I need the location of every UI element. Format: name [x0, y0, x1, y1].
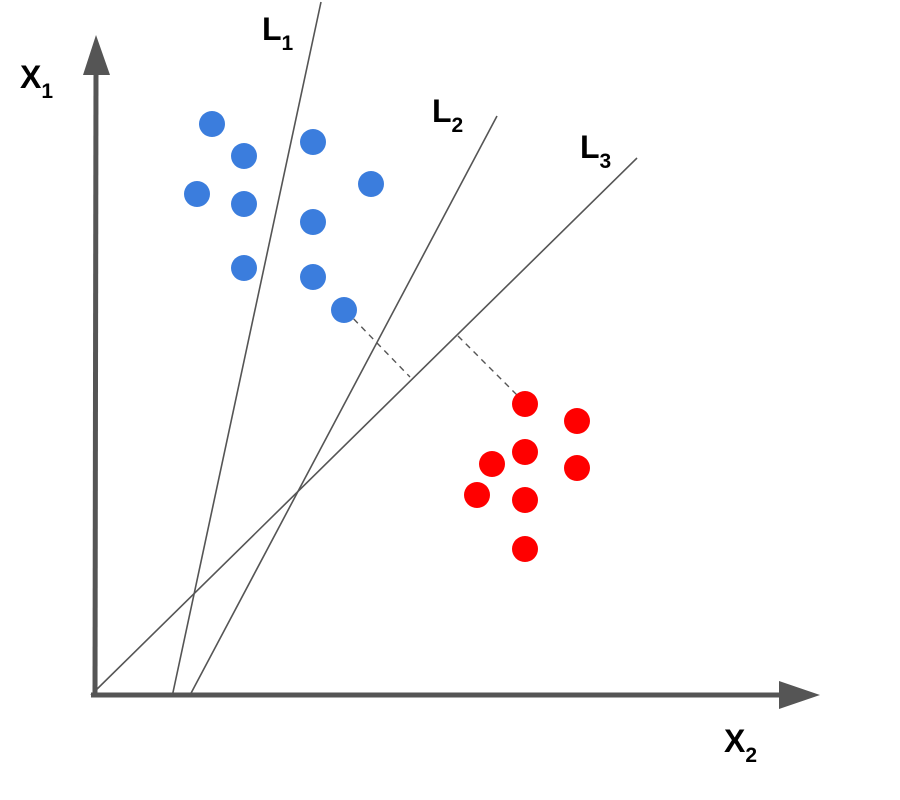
line-l1-label: L1 — [262, 11, 294, 55]
red-point — [512, 536, 538, 562]
x2-axis-letter: X — [724, 723, 746, 759]
blue-point — [300, 209, 326, 235]
blue-point — [300, 264, 326, 290]
x2-axis-subscript: 2 — [745, 744, 757, 767]
x1-axis-letter: X — [20, 59, 42, 95]
line-l3 — [90, 157, 638, 696]
margin-line-blue — [345, 310, 411, 378]
red-point — [512, 487, 538, 513]
blue-points — [184, 111, 384, 323]
line-l3-label: L3 — [580, 129, 611, 173]
x1-axis-label: X1 — [20, 59, 53, 103]
red-point — [564, 408, 590, 434]
line-l1-letter: L — [262, 11, 282, 47]
line-l2-subscript: 2 — [452, 114, 464, 137]
margin-lines — [345, 310, 524, 402]
red-points — [464, 391, 590, 562]
x1-axis-subscript: 1 — [41, 80, 53, 103]
red-point — [512, 391, 538, 417]
blue-point — [300, 129, 326, 155]
separating-lines — [90, 1, 638, 698]
axes — [83, 35, 820, 709]
line-l2-label: L2 — [432, 93, 463, 137]
red-point — [564, 455, 590, 481]
line-l2-letter: L — [432, 93, 452, 129]
blue-point — [231, 143, 257, 169]
line-l1-subscript: 1 — [282, 32, 294, 55]
line-l3-letter: L — [580, 129, 600, 165]
x2-axis-label: X2 — [724, 723, 757, 767]
line-l2 — [188, 115, 498, 698]
line-l1 — [171, 1, 322, 698]
x1-axis-arrowhead — [83, 35, 110, 75]
blue-point — [184, 181, 210, 207]
blue-point — [199, 111, 225, 137]
blue-point — [358, 171, 384, 197]
blue-point — [231, 191, 257, 217]
red-point — [479, 451, 505, 477]
line-l3-subscript: 3 — [600, 150, 612, 173]
red-point — [512, 439, 538, 465]
red-point — [464, 482, 490, 508]
x2-axis-arrowhead — [779, 681, 820, 709]
margin-line-red — [457, 335, 524, 402]
blue-point — [331, 297, 357, 323]
blue-point — [231, 255, 257, 281]
x1-axis-line — [92, 67, 99, 698]
